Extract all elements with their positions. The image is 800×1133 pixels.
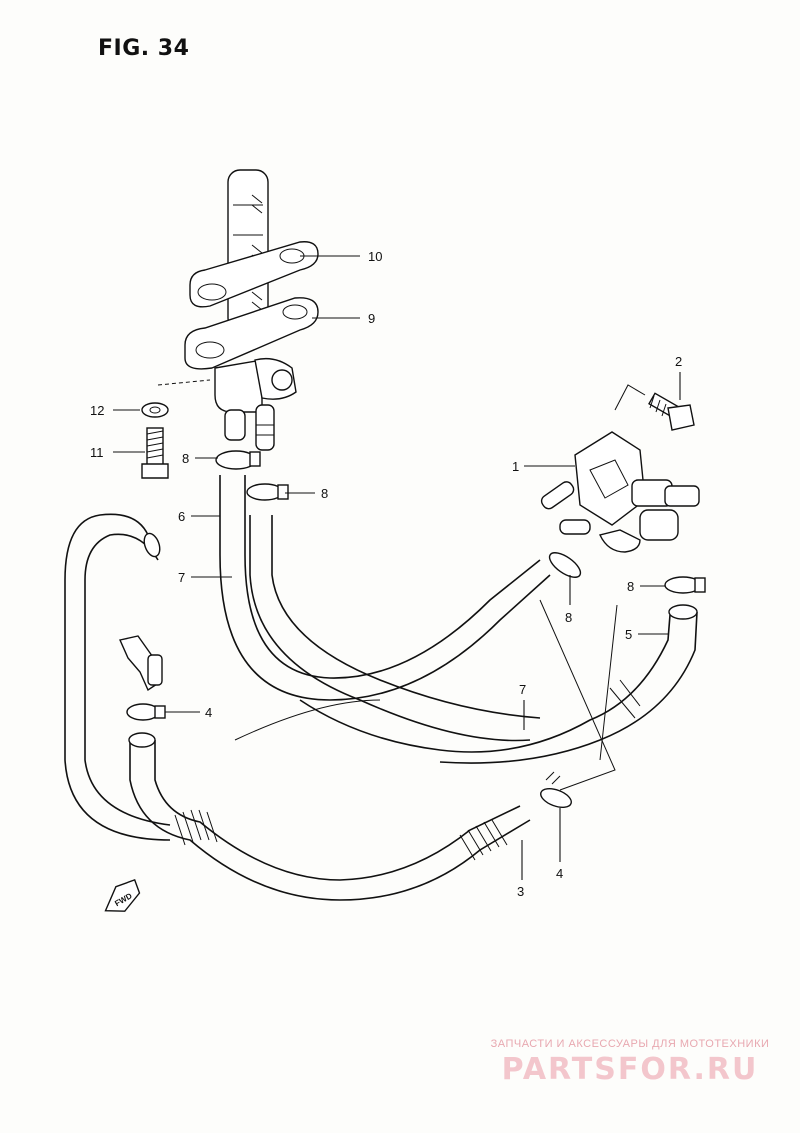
clamp-part-8-d: [664, 576, 706, 594]
clamp-part-8-c: [548, 552, 582, 578]
fuel-cock-body: [214, 357, 297, 451]
callout-10: 10: [368, 249, 382, 264]
callout-8-b: 8: [321, 486, 328, 501]
hose-part-6: [219, 475, 551, 701]
callout-8-a: 8: [182, 451, 189, 466]
hose-part-7-left: [249, 515, 541, 742]
callout-6: 6: [178, 509, 185, 524]
callout-2: 2: [675, 354, 682, 369]
callout-11: 11: [90, 445, 104, 460]
callout-labels: 10 9 2 12 11 8 8 1 6 7 8 8 5 4 7 4 3: [90, 249, 682, 899]
hose-part-5: [299, 604, 698, 764]
callout-8-d: 8: [627, 579, 634, 594]
callout-1: 1: [512, 459, 519, 474]
callout-8-c: 8: [565, 610, 572, 625]
callout-5: 5: [625, 627, 632, 642]
clamp-part-4-b: [540, 771, 572, 808]
fuel-strainer: [227, 169, 269, 331]
clamp-part-4-a: [126, 703, 166, 721]
clamp-part-8-a: [215, 450, 261, 470]
figure-title: FIG. 34: [98, 36, 190, 61]
leader-lines: [113, 255, 681, 880]
plate-part-9: [184, 297, 319, 370]
callout-12: 12: [90, 403, 104, 418]
fwd-arrow-badge: FWD: [104, 878, 141, 912]
return-hose: [64, 513, 171, 841]
callout-4-b: 4: [556, 866, 563, 881]
hose-part-3: [128, 732, 531, 901]
callout-3: 3: [517, 884, 524, 899]
callout-9: 9: [368, 311, 375, 326]
watermark-tagline: ЗАПЧАСТИ И АКСЕССУАРЫ ДЛЯ МОТОТЕХНИКИ: [490, 1038, 770, 1050]
washer-part-12: [141, 402, 169, 418]
bolt-part-2: [648, 392, 695, 431]
watermark-logo: PARTSFOR.RU: [501, 1052, 759, 1087]
clamp-part-8-b: [246, 483, 289, 501]
watermark: ЗАПЧАСТИ И АКСЕССУАРЫ ДЛЯ МОТОТЕХНИКИ PA…: [470, 1038, 790, 1087]
callout-4-a: 4: [205, 705, 212, 720]
vacuum-valve-part-1: [540, 431, 700, 553]
screw-part-11: [141, 427, 169, 479]
t-joint: [119, 635, 163, 692]
callout-7-b: 7: [519, 682, 526, 697]
callout-7-a: 7: [178, 570, 185, 585]
